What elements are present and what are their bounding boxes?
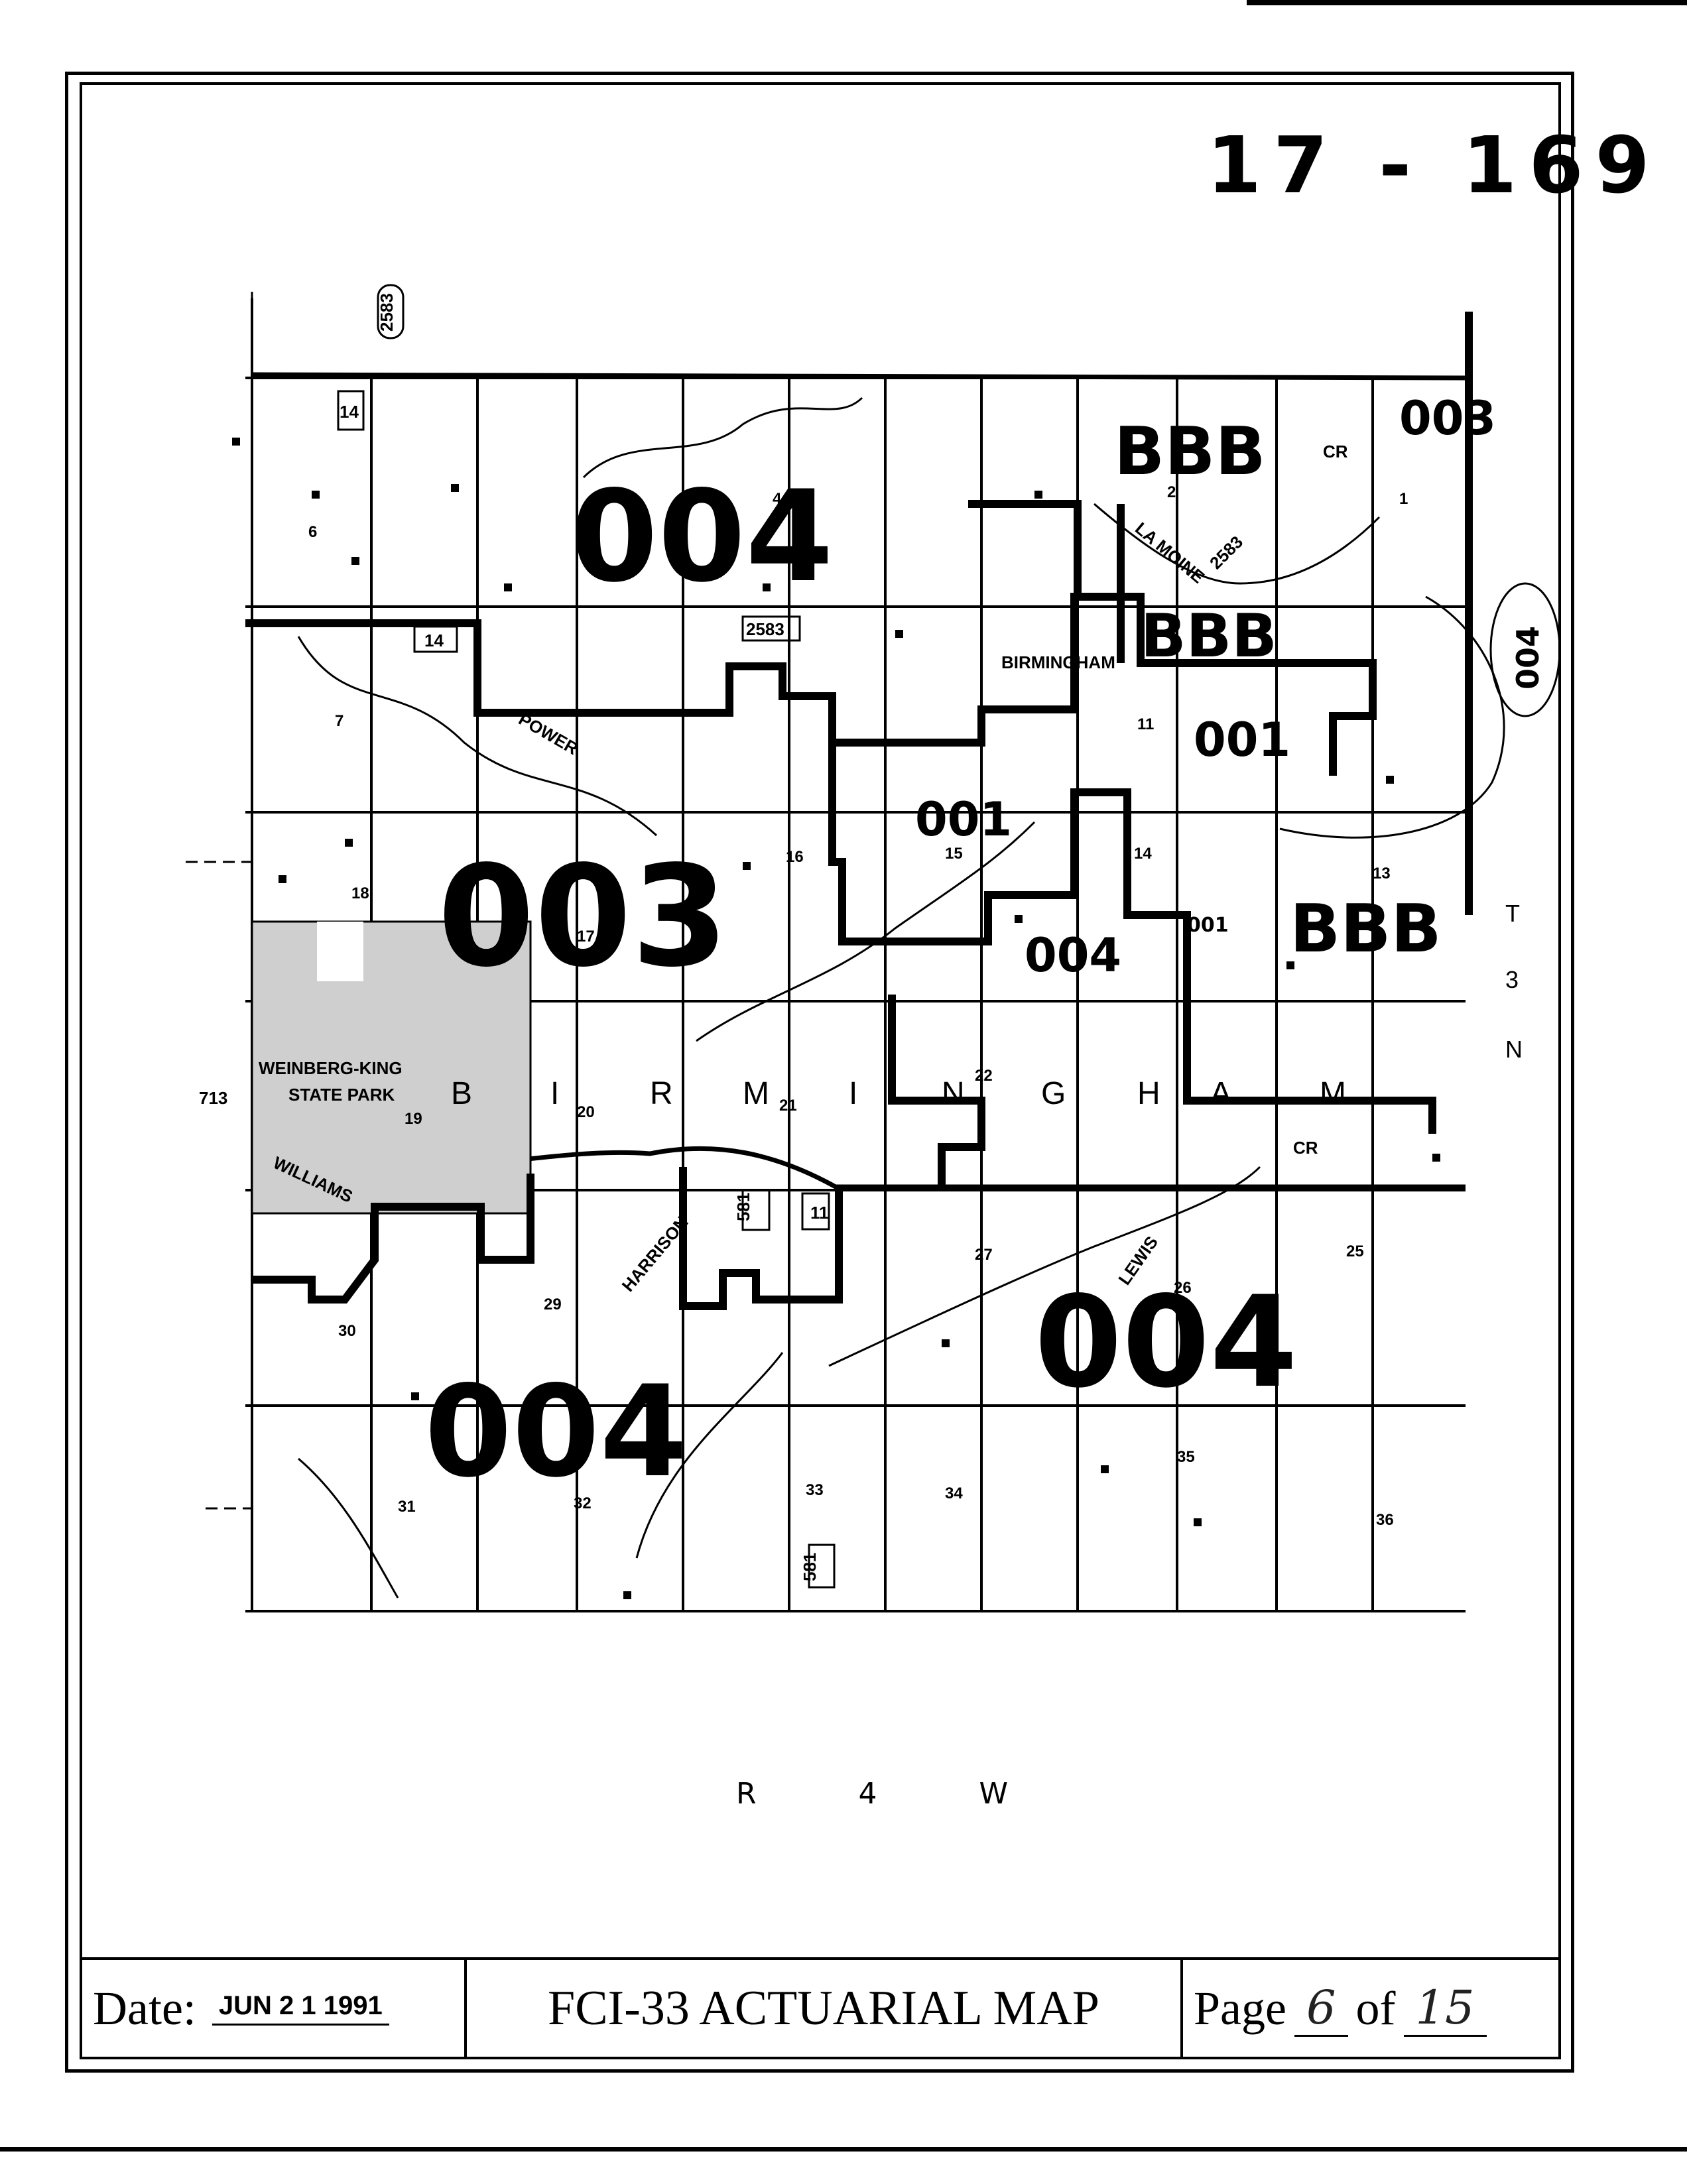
section-30: 30: [338, 1322, 356, 1340]
section-11: 11: [1137, 715, 1154, 733]
section-29: 29: [544, 1296, 562, 1313]
svg-text:R: R: [650, 1076, 673, 1111]
page-total: 15: [1403, 1980, 1487, 2037]
svg-text:N: N: [942, 1076, 965, 1111]
page-label: Page: [1194, 1981, 1286, 2035]
township-label: T 3N: [1505, 900, 1523, 1063]
range-label: R 4 W: [736, 1777, 1055, 1811]
route-581-b: 581: [800, 1553, 820, 1581]
section-2: 2: [1167, 483, 1176, 501]
svg-text:H: H: [1137, 1076, 1160, 1111]
section-36: 36: [1376, 1511, 1394, 1529]
roads: [186, 292, 253, 1611]
footer-date-cell: Date: JUN 2 1 1991: [82, 1960, 467, 2057]
section-6: 6: [308, 523, 317, 541]
zone-bbb-center: BBB: [1141, 601, 1277, 671]
svg-text:I: I: [550, 1076, 559, 1111]
park-label-1: WEINBERG-KING: [259, 1058, 403, 1078]
zone-004-central: 004: [1025, 928, 1121, 983]
section-14: 14: [1134, 845, 1152, 863]
section-7: 7: [335, 712, 344, 730]
section-13: 13: [1373, 865, 1391, 882]
section-17: 17: [577, 928, 595, 945]
zone-labels: 004 003 004 004 001 001 004 001 003 BBB …: [424, 391, 1546, 1505]
section-33: 33: [806, 1481, 824, 1499]
route-14-b: 14: [424, 631, 444, 650]
section-20: 20: [577, 1103, 595, 1121]
zone-004-north: 004: [570, 463, 834, 610]
section-35: 35: [1177, 1448, 1195, 1466]
route-581-a: 581: [733, 1193, 753, 1221]
section-26: 26: [1174, 1279, 1192, 1297]
svg-text:G: G: [1041, 1076, 1066, 1111]
date-label: Date:: [93, 1981, 196, 2035]
zone-003-corner: 003: [1399, 391, 1496, 446]
section-16: 16: [786, 848, 804, 866]
park-label-2: STATE PARK: [288, 1085, 395, 1105]
footer-title-cell: FCI-33 ACTUARIAL MAP: [467, 1960, 1183, 2057]
route-2583-c: 2583: [1206, 532, 1247, 573]
zone-004-southeast: 004: [1034, 1269, 1298, 1416]
zone-004-southwest: 004: [424, 1359, 688, 1505]
section-34: 34: [945, 1485, 963, 1502]
zone-001-central: 001: [915, 792, 1012, 847]
svg-text:I: I: [849, 1076, 857, 1111]
creek-la-moine: LA MOINE: [1131, 518, 1208, 587]
page-current: 6: [1294, 1980, 1348, 2037]
bottom-edge-rule: [0, 2147, 1687, 2152]
svg-text:N: N: [1505, 1036, 1523, 1063]
section-31: 31: [398, 1498, 416, 1516]
section-15: 15: [945, 845, 963, 863]
section-18: 18: [351, 884, 369, 902]
outer-frame: [65, 72, 1574, 2073]
date-stamp: JUN 2 1 1991: [212, 1991, 389, 2026]
map-id: 17 - 169: [1207, 119, 1662, 211]
town-label: BIRMINGHAM: [1001, 652, 1115, 672]
top-edge-rule: [1247, 0, 1687, 5]
zone-001-small: 001: [1187, 914, 1229, 937]
state-park: [251, 920, 532, 1215]
creek-cr-2: CR: [1323, 442, 1348, 461]
creek-cr-1: CR: [1293, 1138, 1318, 1158]
zone-001-east: 001: [1194, 713, 1290, 767]
svg-text:B: B: [451, 1076, 472, 1111]
section-25: 25: [1346, 1243, 1364, 1260]
section-4: 4: [773, 490, 782, 508]
zone-004-circle: 004: [1510, 626, 1546, 690]
route-2583-a: 2583: [746, 619, 784, 639]
zone-bbb-east: BBB: [1290, 890, 1442, 967]
svg-text:T: T: [1505, 900, 1520, 927]
route-2583-b: 2583: [377, 293, 397, 332]
route-shields: [337, 284, 1561, 1589]
map-title: FCI-33 ACTUARIAL MAP: [548, 1980, 1099, 2035]
footer-page-cell: Page 6 of 15: [1183, 1960, 1561, 2057]
section-numbers: 1 2 4 6 7 11 13 14 15 16 17 18 19 20 21 …: [308, 483, 1408, 1529]
svg-text:3: 3: [1505, 966, 1519, 993]
section-27: 27: [975, 1246, 993, 1264]
inner-frame: [80, 82, 1561, 2059]
houses: [232, 438, 1440, 1599]
zone-bbb-north: BBB: [1114, 412, 1266, 490]
route-14-a: 14: [340, 402, 359, 422]
section-21: 21: [779, 1097, 797, 1115]
svg-text:A: A: [1210, 1076, 1231, 1111]
section-32: 32: [574, 1494, 592, 1512]
zone-003-west: 003: [438, 835, 728, 998]
route-713: 713: [199, 1088, 227, 1108]
svg-text:M: M: [743, 1076, 769, 1111]
route-11: 11: [810, 1203, 829, 1223]
section-22: 22: [975, 1067, 993, 1085]
page-of-label: of: [1355, 1981, 1396, 2035]
section-19: 19: [405, 1110, 422, 1128]
creeks: [297, 396, 1505, 1599]
zone-boundaries: [245, 312, 1473, 1310]
footer-bar: Date: JUN 2 1 1991 FCI-33 ACTUARIAL MAP …: [82, 1957, 1561, 2057]
svg-text:M: M: [1320, 1076, 1346, 1111]
section-1: 1: [1399, 490, 1408, 508]
